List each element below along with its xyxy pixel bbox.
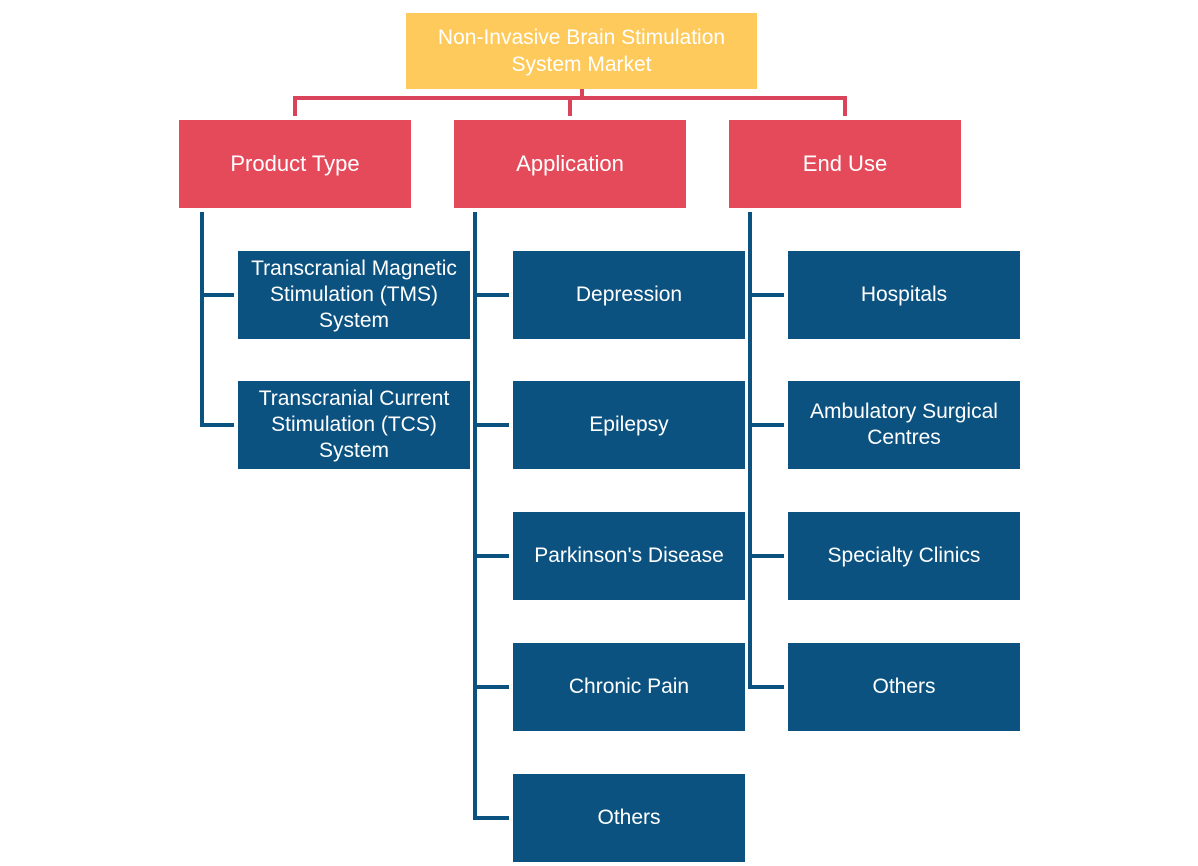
- leaf-tcs-system: Transcranial Current Stimulation (TCS) S…: [238, 381, 470, 469]
- category-end-use: End Use: [729, 120, 961, 208]
- application-trunk: [473, 212, 477, 820]
- category-label: End Use: [802, 151, 888, 176]
- application-branch-3: [473, 554, 509, 558]
- end-use-branch-1: [748, 293, 784, 297]
- leaf-depression: Depression: [513, 251, 745, 339]
- leaf-label: Epilepsy: [589, 413, 669, 436]
- leaf-parkinsons-disease: Parkinson's Disease: [513, 512, 745, 600]
- connector-application: [568, 96, 572, 116]
- leaf-application-others: Others: [513, 774, 745, 862]
- leaf-chronic-pain: Chronic Pain: [513, 643, 745, 731]
- leaf-label: Depression: [575, 283, 683, 306]
- application-branch-5: [473, 816, 509, 820]
- application-branch-1: [473, 293, 509, 297]
- leaf-hospitals: Hospitals: [788, 251, 1020, 339]
- leaf-label: Ambulatory Surgical Centres: [810, 400, 998, 449]
- leaf-label: Others: [597, 806, 661, 829]
- product-type-trunk: [200, 212, 204, 427]
- category-label: Application: [516, 151, 624, 176]
- end-use-branch-2: [748, 423, 784, 427]
- leaf-label: Transcranial Magnetic Stimulation (TMS) …: [251, 257, 457, 332]
- leaf-ambulatory-surgical-centres: Ambulatory Surgical Centres: [788, 381, 1020, 469]
- root-title: Non-Invasive Brain Stimulation System Ma…: [437, 26, 726, 76]
- category-product-type: Product Type: [179, 120, 411, 208]
- end-use-branch-3: [748, 554, 784, 558]
- leaf-label: Chronic Pain: [568, 675, 690, 698]
- category-application: Application: [454, 120, 686, 208]
- application-branch-2: [473, 423, 509, 427]
- leaf-label: Transcranial Current Stimulation (TCS) S…: [258, 387, 450, 462]
- end-use-branch-4: [748, 685, 784, 689]
- connector-product-type: [293, 96, 297, 116]
- root-connector-stem: [580, 89, 584, 99]
- leaf-epilepsy: Epilepsy: [513, 381, 745, 469]
- category-label: Product Type: [230, 151, 360, 176]
- leaf-label: Hospitals: [860, 283, 948, 306]
- product-type-branch-2: [200, 423, 234, 427]
- connector-end-use: [843, 96, 847, 116]
- leaf-label: Parkinson's Disease: [534, 544, 724, 567]
- end-use-trunk: [748, 212, 752, 689]
- leaf-label: Specialty Clinics: [827, 544, 981, 567]
- leaf-end-use-others: Others: [788, 643, 1020, 731]
- root-node: Non-Invasive Brain Stimulation System Ma…: [406, 13, 757, 89]
- application-branch-4: [473, 685, 509, 689]
- leaf-specialty-clinics: Specialty Clinics: [788, 512, 1020, 600]
- leaf-tms-system: Transcranial Magnetic Stimulation (TMS) …: [238, 251, 470, 339]
- product-type-branch-1: [200, 293, 234, 297]
- leaf-label: Others: [872, 675, 936, 698]
